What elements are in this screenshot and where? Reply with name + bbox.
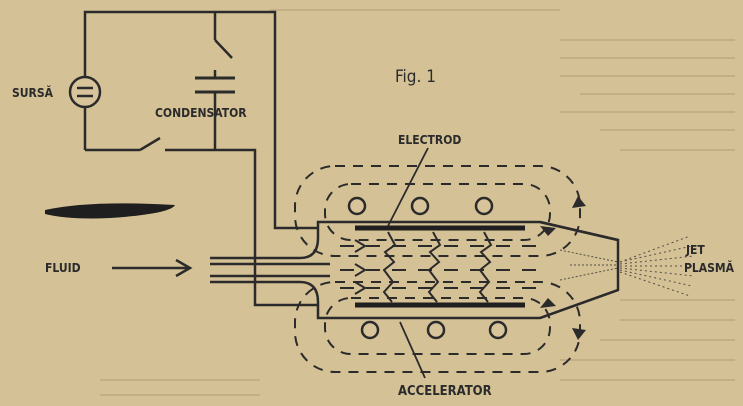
accelerator-body (210, 220, 620, 320)
electrodes (355, 225, 525, 308)
accelerator-label: ACCELERATOR (398, 384, 492, 399)
field-direction-arrows (540, 196, 586, 340)
electrode-label: ELECTROD (398, 133, 461, 147)
jet-label-line1: JET (685, 243, 705, 257)
label-leaders (387, 147, 429, 379)
capacitor-symbol (195, 76, 235, 94)
flow-arrows (340, 239, 540, 295)
circuit-wiring (83, 10, 318, 307)
magnetic-field-lines (294, 165, 581, 373)
plasma-jet (559, 235, 695, 297)
background-text-bleed (100, 9, 735, 396)
jet-label-line2: PLASMĂ (684, 260, 735, 275)
capacitor-label: CONDENSATOR (155, 106, 247, 120)
fluid-arrow (112, 258, 193, 278)
source-label: SURSĂ (12, 85, 54, 100)
figure-title: Fig. 1 (395, 67, 436, 87)
ink-smudge (45, 203, 175, 219)
fluid-label: FLUID (45, 261, 81, 275)
magnetic-coils (347, 196, 508, 340)
source-symbol (68, 75, 102, 109)
